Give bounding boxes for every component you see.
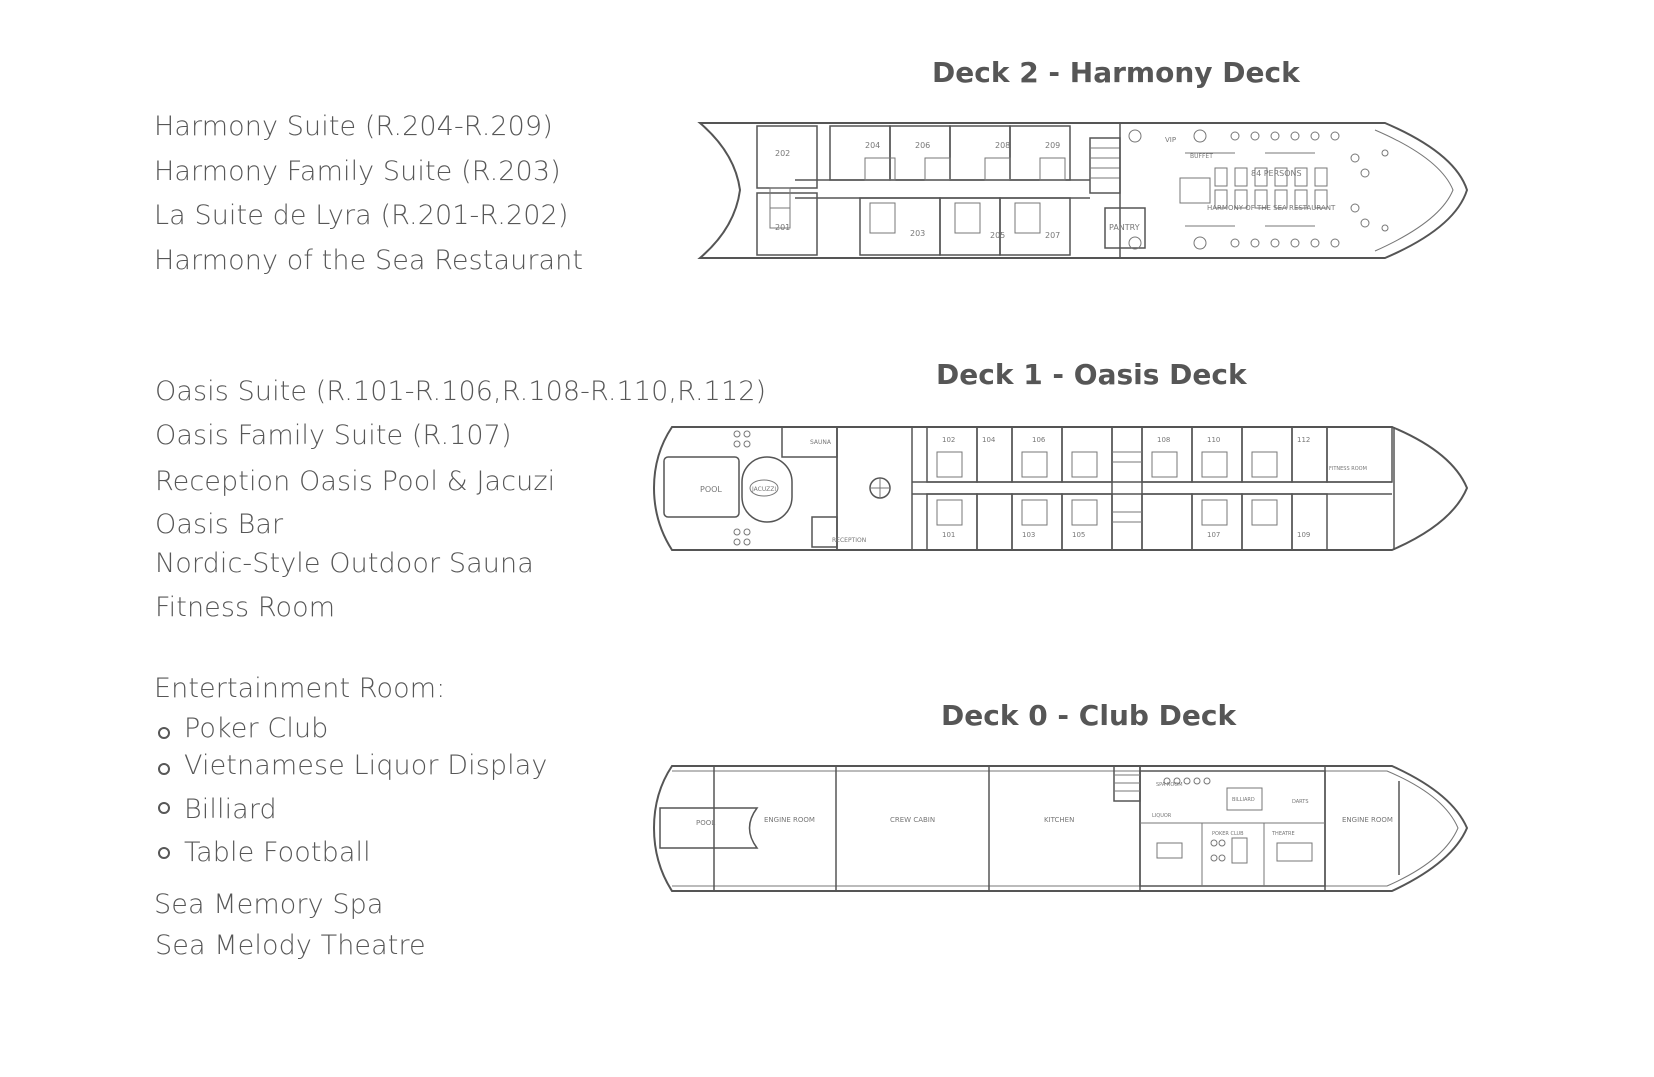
room-label: 102 (942, 436, 955, 444)
deck1-floor-plan: POOL JACUZZI SAUNA RECEPTION 102 104 106… (652, 426, 1469, 551)
deck0-pool (659, 807, 759, 849)
vip-label: VIP (1165, 136, 1176, 144)
reception-label: RECEPTION (832, 537, 866, 544)
feature-item: Oasis Family Suite (R.107) (155, 420, 512, 451)
fitness-label: FITNESS ROOM (1329, 466, 1367, 472)
feature-item: Harmony Suite (R.204-R.209) (154, 111, 553, 142)
feature-item: Nordic-Style Outdoor Sauna (155, 548, 534, 579)
room-label: 104 (982, 436, 996, 444)
room-label: 208 (995, 141, 1010, 150)
pool-label: POOL (700, 485, 722, 494)
persons-label: 84 PERSONS (1251, 169, 1302, 178)
room-label: 112 (1297, 436, 1310, 444)
deck2-bow-line (1374, 129, 1454, 252)
darts-label: DARTS (1292, 799, 1309, 805)
deck2-floor-plan: 202 201 204 206 208 209 203 205 207 PANT… (697, 122, 1469, 259)
room-label: 101 (942, 531, 955, 539)
deck1-title: Deck 1 - Oasis Deck (936, 358, 1247, 391)
deck1-hull (652, 426, 1469, 551)
bullet-item: Table Football (184, 837, 371, 868)
jacuzzi-label: JACUZZI (751, 486, 776, 493)
pool-label: POOL (696, 819, 715, 827)
deck0-hull (652, 765, 1469, 892)
feature-item: Oasis Bar (155, 509, 284, 540)
deck0-floor-plan: POOL ENGINE ROOM CREW CABIN KITCHEN SPA … (652, 765, 1469, 892)
feature-item: Reception Oasis Pool & Jacuzi (155, 466, 556, 497)
room-label: 207 (1045, 231, 1060, 240)
pantry-label: PANTRY (1109, 223, 1140, 232)
room-label: 106 (1032, 436, 1046, 444)
poker-label: POKER CLUB (1212, 831, 1244, 837)
deck0-title: Deck 0 - Club Deck (941, 699, 1237, 732)
room-label: 110 (1207, 436, 1220, 444)
bullet-icon (158, 802, 170, 814)
spa-label: SPA ROOM (1156, 782, 1183, 788)
room-label: 205 (990, 231, 1005, 240)
room-label: 103 (1022, 531, 1035, 539)
room-label: 105 (1072, 531, 1085, 539)
room-label: 107 (1207, 531, 1220, 539)
kitchen-label: KITCHEN (1044, 816, 1074, 824)
engine-room-label: ENGINE ROOM (1342, 816, 1393, 824)
room-label: 209 (1045, 141, 1060, 150)
feature-item: Sea Melody Theatre (155, 930, 426, 961)
room-label: 109 (1297, 531, 1310, 539)
bullet-icon (158, 763, 170, 775)
room-label: 201 (775, 223, 790, 232)
theatre-label: THEATRE (1271, 831, 1295, 837)
feature-item: La Suite de Lyra (R.201-R.202) (154, 200, 569, 231)
engine-room-label: ENGINE ROOM (764, 816, 815, 824)
billiard-label: BILLIARD (1232, 797, 1255, 803)
buffet-label: BUFFET (1190, 153, 1213, 160)
room-label: 108 (1157, 436, 1170, 444)
deck2-title: Deck 2 - Harmony Deck (932, 56, 1300, 89)
bullet-item: Poker Club (184, 713, 329, 744)
room-label: 202 (775, 149, 790, 158)
bullet-icon (158, 727, 170, 739)
feature-item: Fitness Room (155, 592, 336, 623)
liquor-label: LIQUOR (1152, 813, 1172, 819)
feature-item: Oasis Suite (R.101-R.106,R.108-R.110,R.1… (155, 376, 767, 407)
crew-cabin-label: CREW CABIN (890, 816, 935, 824)
feature-item: Harmony Family Suite (R.203) (154, 156, 561, 187)
feature-item: Harmony of the Sea Restaurant (154, 245, 584, 276)
feature-item: Sea Memory Spa (154, 889, 384, 920)
bullet-icon (158, 847, 170, 859)
entertainment-heading: Entertainment Room: (154, 673, 446, 704)
bullet-item: Billiard (184, 794, 277, 825)
restaurant-label: HARMONY OF THE SEA RESTAURANT (1207, 204, 1336, 212)
room-label: 203 (910, 229, 925, 238)
room-label: 206 (915, 141, 930, 150)
room-label: 204 (865, 141, 880, 150)
bullet-item: Vietnamese Liquor Display (184, 750, 548, 781)
deck2-hull (697, 122, 1469, 259)
sauna-label: SAUNA (810, 439, 832, 446)
deck0-inner-line (672, 770, 1459, 887)
